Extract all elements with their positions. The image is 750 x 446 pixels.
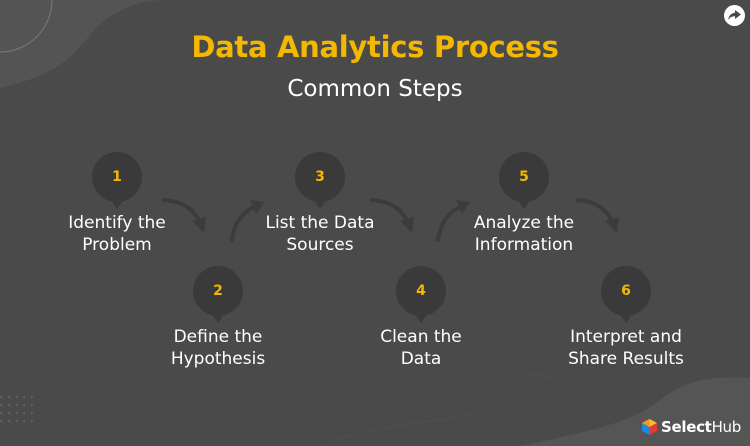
step-2: 2 Define the Hypothesis [138,266,298,370]
arrow-4-to-5 [436,200,470,242]
logo-text: SelectHub [661,418,741,436]
step-label: Interpret and Share Results [568,327,684,369]
step-5: 5 Analyze the Information [444,152,604,256]
cube-logo-icon [642,419,657,435]
share-button[interactable] [724,5,745,26]
step-number: 1 [112,169,122,185]
step-number: 6 [621,283,631,299]
step-number: 5 [519,169,529,185]
step-label: Clean the Data [380,327,462,369]
step-3: 3 List the Data Sources [240,152,400,256]
step-number-pin: 5 [499,152,549,210]
step-number-pin: 4 [396,266,446,324]
dot-grid-decoration [0,396,33,422]
arrow-3-to-4 [370,198,414,233]
step-number: 4 [416,283,426,299]
step-number-pin: 6 [601,266,651,324]
page-subtitle: Common Steps [287,76,463,102]
step-number-pin: 1 [92,152,142,210]
page-title: Data Analytics Process [191,30,559,64]
step-1: 1 Identify the Problem [37,152,197,256]
arrow-5-to-6 [575,198,619,233]
step-number-pin: 2 [193,266,243,324]
step-label: Define the Hypothesis [170,327,266,369]
step-6: 6 Interpret and Share Results [546,266,706,370]
step-label: List the Data Sources [265,213,375,255]
step-4: 4 Clean the Data [341,266,501,370]
step-number: 2 [213,283,223,299]
step-label: Analyze the Information [473,213,575,255]
arrow-2-to-3 [230,200,264,242]
step-number-pin: 3 [295,152,345,210]
arrow-1-to-2 [162,198,206,233]
step-number: 3 [315,169,325,185]
step-label: Identify the Problem [68,213,166,255]
share-arrow-icon [728,10,741,20]
selecthub-logo: SelectHub [642,418,741,436]
